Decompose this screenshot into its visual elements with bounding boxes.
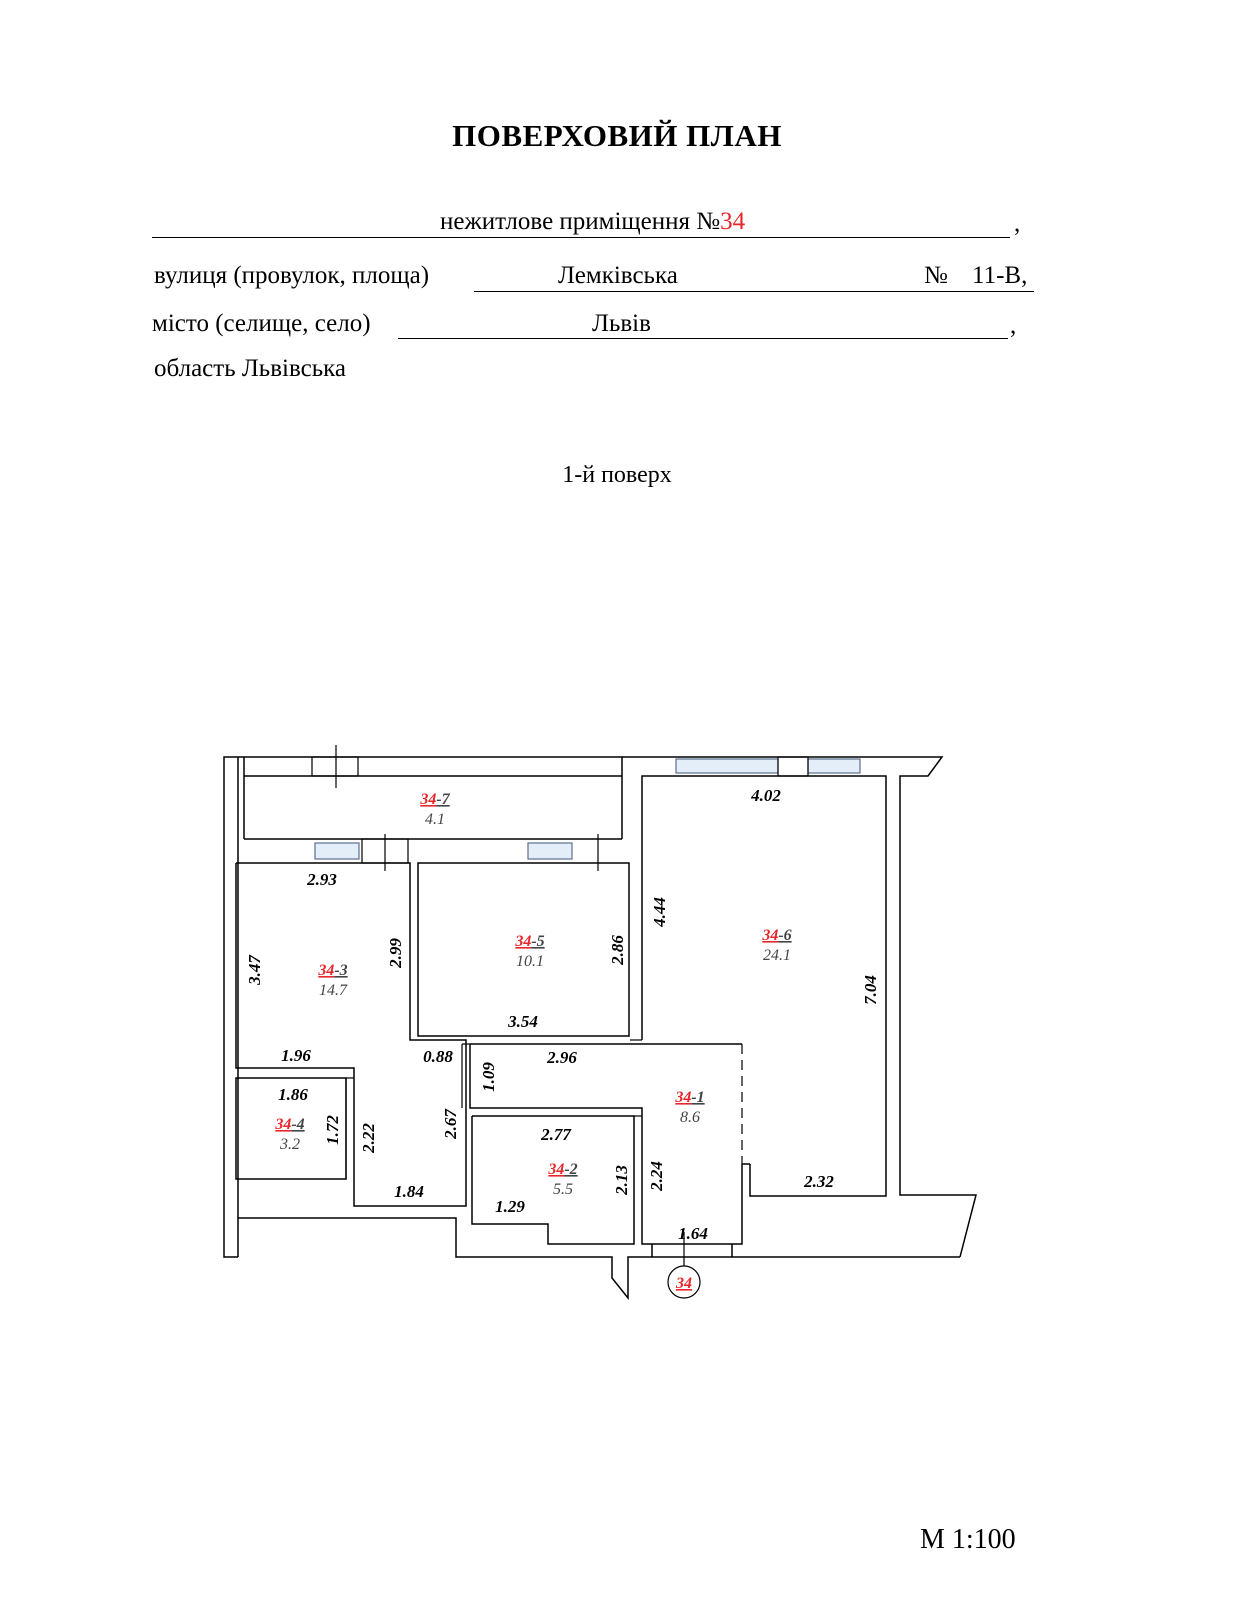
svg-text:14.7: 14.7 xyxy=(319,982,348,999)
room-label-34-6: 34-6 24.1 xyxy=(761,927,791,964)
street-underline xyxy=(474,291,1034,292)
dim-2.13: 2.13 xyxy=(612,1165,631,1196)
svg-text:34-2: 34-2 xyxy=(547,1161,577,1178)
outer-wall-bottom xyxy=(237,1217,960,1301)
dim-2.32: 2.32 xyxy=(803,1172,834,1191)
dim-2.86: 2.86 xyxy=(608,935,627,966)
svg-text:3.2: 3.2 xyxy=(279,1136,300,1153)
street-value: Лемківська xyxy=(558,262,678,289)
city-value: Львів xyxy=(592,310,651,337)
svg-text:8.6: 8.6 xyxy=(680,1109,700,1126)
floor-label: 1-й поверх xyxy=(562,462,672,488)
dim-0.88: 0.88 xyxy=(423,1047,453,1066)
svg-text:34-7: 34-7 xyxy=(419,791,450,808)
dim-4.44: 4.44 xyxy=(650,897,669,928)
premise-comma: , xyxy=(1014,210,1021,237)
dim-3.54: 3.54 xyxy=(507,1012,538,1031)
svg-text:4.1: 4.1 xyxy=(425,811,445,828)
street-label: вулиця (провулок, площа) xyxy=(154,262,430,289)
room-label-34-4: 34-4 3.2 xyxy=(274,1116,304,1153)
dim-2.24: 2.24 xyxy=(647,1161,666,1192)
dim-4.02: 4.02 xyxy=(750,786,781,805)
svg-text:34-6: 34-6 xyxy=(761,927,791,944)
premise-prefix: нежитлове приміщення № xyxy=(440,208,721,235)
dim-1.96: 1.96 xyxy=(281,1046,311,1065)
outer-wall-left xyxy=(223,756,623,1258)
windows xyxy=(314,758,861,860)
dim-2.67: 2.67 xyxy=(441,1108,460,1140)
svg-text:34-1: 34-1 xyxy=(674,1089,704,1106)
dim-2.99: 2.99 xyxy=(386,938,405,969)
city-comma: , xyxy=(1010,312,1017,339)
entrance-marker-label: 34 xyxy=(675,1275,692,1292)
city-underline xyxy=(398,338,1008,339)
dim-1.09: 1.09 xyxy=(479,1062,498,1092)
svg-text:5.5: 5.5 xyxy=(553,1181,573,1198)
room-34-5-outline xyxy=(417,862,630,1037)
dim-7.04: 7.04 xyxy=(861,975,880,1005)
room-label-34-1: 34-1 8.6 xyxy=(674,1089,704,1126)
svg-text:24.1: 24.1 xyxy=(763,947,791,964)
house-value: 11-В, xyxy=(972,262,1028,289)
room-label-34-5: 34-5 10.1 xyxy=(514,933,544,970)
dim-1.64: 1.64 xyxy=(678,1224,708,1243)
svg-text:34-5: 34-5 xyxy=(514,933,544,950)
svg-text:10.1: 10.1 xyxy=(516,953,544,970)
plan-walls xyxy=(223,756,977,1301)
dimension-labels: 4.02 2.93 3.54 1.96 0.88 2.96 1.86 2.77 … xyxy=(245,786,880,1243)
city-label: місто (селище, село) xyxy=(152,310,371,337)
entrance-marker-circle xyxy=(667,1265,701,1299)
dim-1.72: 1.72 xyxy=(323,1115,342,1145)
premise-line: нежитлове приміщення №34 xyxy=(440,208,745,236)
dim-2.96: 2.96 xyxy=(546,1048,577,1067)
outer-wall-top-right xyxy=(622,756,977,1258)
door-marks xyxy=(311,745,809,1179)
dim-2.22: 2.22 xyxy=(359,1123,378,1154)
room-label-34-7: 34-7 4.1 xyxy=(419,791,450,828)
dim-3.47: 3.47 xyxy=(245,954,264,986)
room-34-1-walls xyxy=(469,1044,743,1245)
svg-text:34-4: 34-4 xyxy=(274,1116,304,1133)
window-34-6-right xyxy=(807,758,861,774)
room-34-6-outline xyxy=(641,775,887,1197)
dim-1.86: 1.86 xyxy=(278,1085,308,1104)
dim-2.77: 2.77 xyxy=(540,1125,572,1144)
region-line: область Львівська xyxy=(154,355,346,382)
room-label-34-3: 34-3 14.7 xyxy=(317,962,348,999)
premise-number: 34 xyxy=(720,208,746,235)
window-34-6-left xyxy=(675,758,779,774)
window-34-3 xyxy=(314,842,360,860)
room-label-34-2: 34-2 5.5 xyxy=(547,1161,577,1198)
page-title: ПОВЕРХОВИЙ ПЛАН xyxy=(452,118,782,153)
window-34-5 xyxy=(527,842,573,860)
scale-label: М 1:100 xyxy=(920,1524,1016,1555)
svg-text:34-3: 34-3 xyxy=(317,962,347,979)
premise-underline xyxy=(152,237,1010,238)
house-label: № xyxy=(924,262,948,289)
dim-1.29: 1.29 xyxy=(495,1197,525,1216)
dim-1.84: 1.84 xyxy=(394,1182,424,1201)
room-34-3-outline xyxy=(235,862,467,1207)
dim-2.93: 2.93 xyxy=(306,870,337,889)
